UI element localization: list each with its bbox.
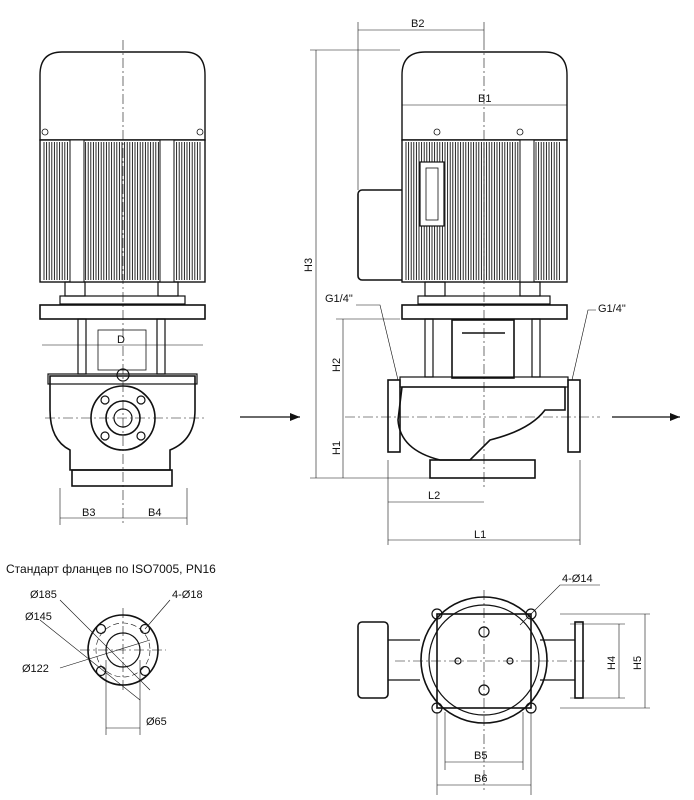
dim-d: D [117,334,125,346]
left-pump-base [71,469,173,487]
right-bracket-plate [401,304,568,320]
left-motor-fins [43,142,201,280]
flow-arrow-right [612,413,680,421]
left-bracket-plate [39,304,206,320]
flow-arrow-left [240,413,300,421]
flange-d185: Ø185 [30,589,57,601]
dim-h2: H2 [331,358,343,372]
right-front-view: B2 B1 H3 H2 H1 G1/4" G1/4" L2 L1 [303,18,626,545]
dim-b4: B4 [148,507,161,519]
flange-detail: Стандарт фланцев по ISO7005, PN16 Ø185 Ø… [6,562,216,735]
coupling-guard [451,319,515,379]
right-pump-casing [397,386,566,461]
flange-d65: Ø65 [146,716,167,728]
dim-h4: H4 [606,656,618,670]
top-inlet-flange [357,621,389,699]
inlet-flange [387,379,401,453]
dim-b6: B6 [474,773,487,785]
dim-h5: H5 [632,656,644,670]
left-side-view: D B3 B4 [39,40,206,525]
dim-b3: B3 [82,507,95,519]
top-bolts-label: 4-Ø14 [562,573,593,585]
flange-bolts: 4-Ø18 [172,589,203,601]
flange-d145: Ø145 [25,611,52,623]
terminal-box [357,189,409,281]
dim-l1: L1 [474,529,486,541]
flange-caption: Стандарт фланцев по ISO7005, PN16 [6,562,216,576]
right-motor-cap [401,51,568,141]
g-left-label: G1/4" [325,293,353,305]
dim-b1: B1 [478,93,491,105]
outlet-flange [567,379,581,453]
g-right-label: G1/4" [598,303,626,315]
dim-b2: B2 [411,18,424,30]
left-motor-cap [39,51,206,141]
left-pump-casing [49,375,196,471]
dim-h3: H3 [303,258,315,272]
flange-d122: Ø122 [22,663,49,675]
dim-l2: L2 [428,490,440,502]
dim-h1: H1 [331,441,343,455]
dim-b5: B5 [474,750,487,762]
right-pump-base [429,459,536,479]
top-view: 4-Ø14 H4 H5 B5 B6 [357,573,650,795]
top-outlet-flange [574,621,584,699]
